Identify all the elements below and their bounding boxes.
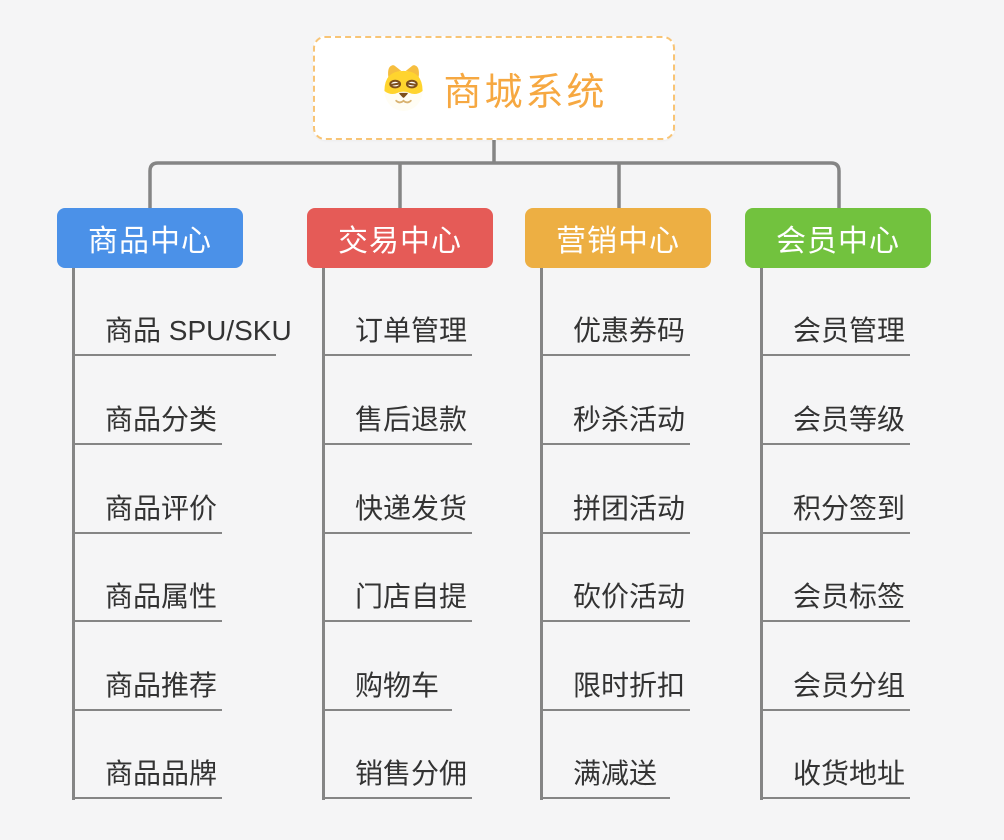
subtopic[interactable]: 秒杀活动 <box>540 397 690 445</box>
branch-trunk-line <box>540 268 543 800</box>
branch-topic-product-center[interactable]: 商品中心 <box>57 208 243 268</box>
subtopic[interactable]: 积分签到 <box>760 486 910 534</box>
subtopic[interactable]: 砍价活动 <box>540 574 690 622</box>
subtopic[interactable]: 拼团活动 <box>540 486 690 534</box>
branch-topic-trade-center[interactable]: 交易中心 <box>307 208 493 268</box>
branch-topic-member-center[interactable]: 会员中心 <box>745 208 931 268</box>
subtopic[interactable]: 商品 SPU/SKU <box>72 308 292 356</box>
branch-member-center: 会员中心 会员管理 会员等级 积分签到 会员标签 会员分组 收货地址 <box>745 0 1004 840</box>
subtopic[interactable]: 销售分佣 <box>322 751 472 799</box>
branch-product-center: 商品中心 商品 SPU/SKU 商品分类 商品评价 商品属性 商品推荐 商品品牌 <box>57 0 347 840</box>
subtopic[interactable]: 商品品牌 <box>72 751 222 799</box>
branch-trunk-line <box>72 268 75 800</box>
subtopic[interactable]: 商品推荐 <box>72 663 222 711</box>
branch-marketing-center: 营销中心 优惠券码 秒杀活动 拼团活动 砍价活动 限时折扣 满减送 <box>525 0 815 840</box>
branch-trade-center: 交易中心 订单管理 售后退款 快递发货 门店自提 购物车 销售分佣 <box>307 0 597 840</box>
subtopic[interactable]: 会员等级 <box>760 397 910 445</box>
subtopic[interactable]: 会员标签 <box>760 574 910 622</box>
branch-trunk-line <box>760 268 763 800</box>
subtopic[interactable]: 门店自提 <box>322 574 472 622</box>
dog-face-icon <box>380 63 427 113</box>
subtopic[interactable]: 售后退款 <box>322 397 472 445</box>
subtopic[interactable]: 快递发货 <box>322 486 472 534</box>
subtopic[interactable]: 满减送 <box>540 751 670 799</box>
root-topic-title: 商城系统 <box>443 71 608 114</box>
subtopic[interactable]: 会员管理 <box>760 308 910 356</box>
subtopic[interactable]: 商品属性 <box>72 574 222 622</box>
branch-trunk-line <box>322 268 325 800</box>
subtopic[interactable]: 限时折扣 <box>540 663 690 711</box>
subtopic[interactable]: 优惠券码 <box>540 308 690 356</box>
subtopic[interactable]: 商品评价 <box>72 486 222 534</box>
branch-topic-marketing-center[interactable]: 营销中心 <box>525 208 711 268</box>
subtopic[interactable]: 商品分类 <box>72 397 222 445</box>
subtopic[interactable]: 订单管理 <box>322 308 472 356</box>
root-topic[interactable]: 商城系统 <box>313 36 675 140</box>
subtopic[interactable]: 收货地址 <box>760 751 910 799</box>
subtopic[interactable]: 购物车 <box>322 663 452 711</box>
subtopic[interactable]: 会员分组 <box>760 663 910 711</box>
